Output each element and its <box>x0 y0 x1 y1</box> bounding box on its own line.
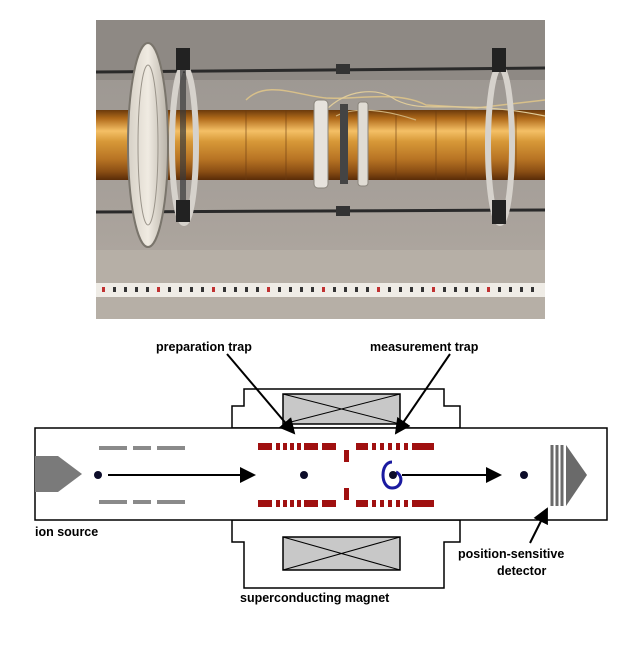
trap-electrode-segment <box>283 443 287 450</box>
trap-electrode-stack <box>258 443 434 507</box>
measurement-trap-pointer <box>394 353 451 435</box>
ruler-tick <box>465 287 468 292</box>
ruler-tick <box>267 287 270 292</box>
magnet-label: superconducting magnet <box>240 591 390 605</box>
trap-electrode-segment <box>290 443 294 450</box>
ruler-tick <box>509 287 512 292</box>
ion-dot <box>520 471 528 479</box>
ruler-tick <box>102 287 105 292</box>
ruler-tick <box>234 287 237 292</box>
ruler-tick <box>223 287 226 292</box>
trap-electrode-segment <box>380 443 384 450</box>
preparation-trap-pointer <box>226 353 296 435</box>
ruler-tick <box>278 287 281 292</box>
trap-electrode-segment <box>372 500 376 507</box>
trap-electrode-segment <box>290 500 294 507</box>
ruler-tick <box>300 287 303 292</box>
ruler-tick <box>135 287 138 292</box>
ruler-tick <box>366 287 369 292</box>
ruler-tick <box>289 287 292 292</box>
apparatus-photo <box>96 20 545 319</box>
ruler-tick <box>333 287 336 292</box>
trap-electrode-segment <box>372 443 376 450</box>
ion-source-label: ion source <box>35 525 98 539</box>
trap-electrode-segment <box>322 500 336 507</box>
ruler-scale <box>102 287 534 292</box>
ruler-tick <box>190 287 193 292</box>
ruler-tick <box>256 287 259 292</box>
ion-orbit <box>381 460 403 490</box>
trap-electrode-segment <box>412 443 434 450</box>
trap-electrode-segment <box>276 443 280 450</box>
ruler-tick <box>487 287 490 292</box>
penning-trap-schematic: preparation trap measurement trap ion so… <box>0 338 640 640</box>
trap-electrode-segment <box>276 500 280 507</box>
ruler-tick <box>344 287 347 292</box>
ion-source-icon <box>35 456 82 492</box>
ruler-tick <box>421 287 424 292</box>
trap-electrode-segment <box>297 443 301 450</box>
ruler-tick <box>311 287 314 292</box>
ion-dot <box>300 471 308 479</box>
trap-electrode-segment <box>258 443 272 450</box>
detector-pointer <box>529 507 548 544</box>
trap-electrode-segment <box>304 500 318 507</box>
ruler-tick <box>454 287 457 292</box>
trap-electrode-segment <box>304 443 318 450</box>
ruler-tick <box>531 287 534 292</box>
ruler-tick <box>498 287 501 292</box>
ruler-tick <box>212 287 215 292</box>
ruler-tick <box>520 287 523 292</box>
ruler-tick <box>377 287 380 292</box>
diaphragm <box>344 488 349 500</box>
trap-electrode-segment <box>380 500 384 507</box>
ruler-tick <box>410 287 413 292</box>
ruler-tick <box>443 287 446 292</box>
trap-electrode-segment <box>356 443 368 450</box>
ion-dot <box>94 471 102 479</box>
ruler-tick <box>113 287 116 292</box>
trap-electrode-segment <box>396 500 400 507</box>
ruler-tick <box>168 287 171 292</box>
trap-electrode-segment <box>322 443 336 450</box>
trap-electrode-segment <box>356 500 368 507</box>
ruler-tick <box>146 287 149 292</box>
trap-electrode-segment <box>388 443 392 450</box>
trap-electrode-segment <box>297 500 301 507</box>
preparation-trap-label: preparation trap <box>156 340 252 354</box>
apparatus-photo-drawing <box>96 20 545 319</box>
ruler-tick <box>388 287 391 292</box>
trap-electrode-segment <box>396 443 400 450</box>
detector-label-line2: detector <box>497 564 546 578</box>
ruler-tick <box>201 287 204 292</box>
ruler-tick <box>245 287 248 292</box>
ruler-tick <box>432 287 435 292</box>
trap-electrode-segment <box>404 443 408 450</box>
schematic-drawing: preparation trap measurement trap ion so… <box>34 340 608 605</box>
trap-electrode-segment <box>404 500 408 507</box>
measurement-trap-label: measurement trap <box>370 340 479 354</box>
detector-label-line1: position-sensitive <box>458 547 564 561</box>
ruler-tick <box>355 287 358 292</box>
ruler-tick <box>124 287 127 292</box>
ruler-tick <box>157 287 160 292</box>
detector-icon <box>550 445 587 506</box>
ion-dot <box>389 471 397 479</box>
ruler-tick <box>322 287 325 292</box>
trap-electrode-segment <box>283 500 287 507</box>
ruler-tick <box>179 287 182 292</box>
trap-electrode-segment <box>258 500 272 507</box>
transfer-electrodes <box>99 446 185 504</box>
trap-electrode-segment <box>388 500 392 507</box>
trap-electrode-segment <box>412 500 434 507</box>
ruler-tick <box>476 287 479 292</box>
ruler-tick <box>399 287 402 292</box>
diaphragm <box>344 450 349 462</box>
